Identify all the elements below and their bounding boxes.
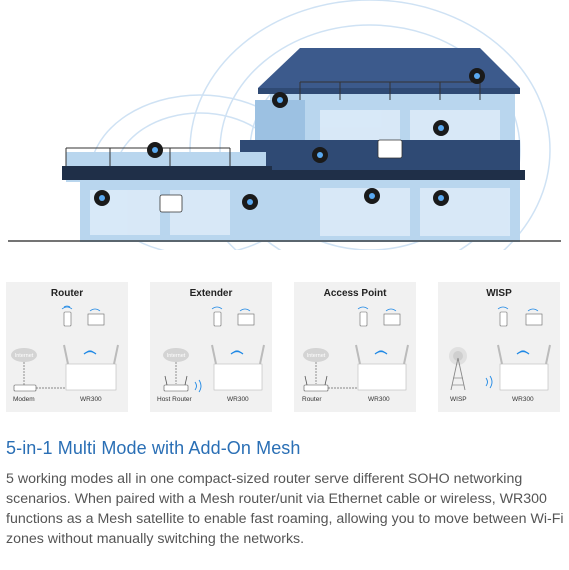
feature-description: 5 working modes all in one compact-sized… [6,471,564,547]
left-device-label: Host Router [157,396,192,403]
right-device-label: WR300 [227,396,249,403]
mode-title: WISP [486,288,512,299]
internet-label: Internet [15,353,34,359]
mode-card-access-point: Access Point Internet Router WR300 [294,282,416,412]
left-device-label: Router [302,396,322,403]
right-device-label: WR300 [512,396,534,403]
left-device-label: Modem [13,396,35,403]
mode-title: Access Point [323,288,387,299]
right-device-label: WR300 [80,396,102,403]
mode-title: Extender [189,288,233,299]
right-device-label: WR300 [368,396,390,403]
internet-label: Internet [167,353,186,359]
mode-title: Router [50,288,84,299]
mode-card-router: Router Internet Modem WR300 [6,282,128,412]
mode-card-wisp: WISP WISP WR300 [438,282,560,412]
internet-label: Internet [307,353,326,359]
smart-home-illustration [8,0,561,250]
house-roof [258,48,520,88]
mode-card-extender: Extender Internet Host Router WR300 [150,282,272,412]
left-device-label: WISP [450,396,467,403]
router-icon [159,139,403,213]
feature-headline: 5-in-1 Multi Mode with Add-On Mesh [6,438,301,458]
